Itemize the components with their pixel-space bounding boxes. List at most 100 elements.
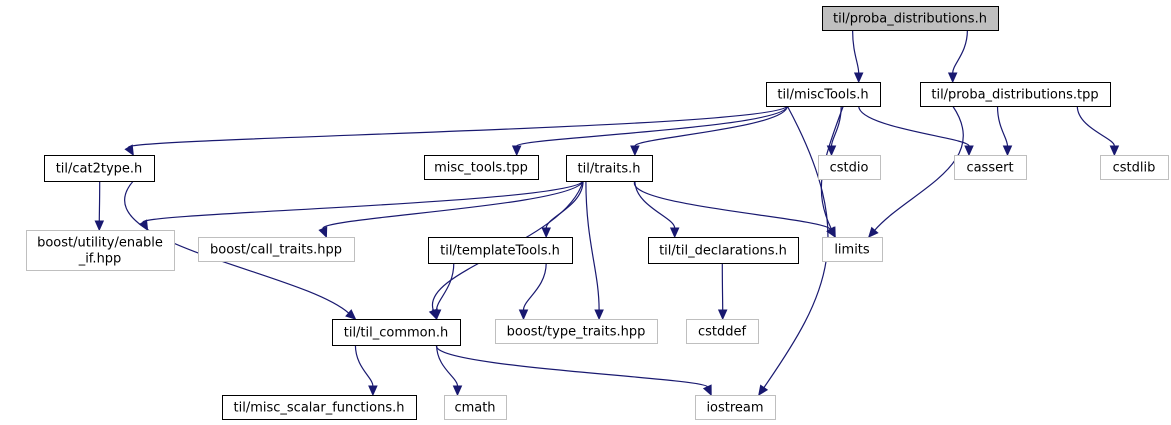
edge-misctools-h-to-traits-h <box>630 105 788 157</box>
edge-line <box>585 180 600 311</box>
node-misctools-h[interactable]: til/miscTools.h <box>766 82 881 107</box>
edge-proba-h-to-proba-tpp <box>947 29 968 84</box>
node-label: cstdio <box>830 161 869 176</box>
node-box <box>26 230 175 271</box>
node-misc-scalar-h[interactable]: til/misc_scalar_functions.h <box>222 395 417 420</box>
node-til-common-h[interactable]: til/til_common.h <box>332 319 461 346</box>
edge-line <box>354 344 374 387</box>
node-label: limits <box>834 243 870 258</box>
node-label: cstdlib <box>1113 161 1156 176</box>
edge-templatetools-h-to-til-common-h <box>431 262 455 321</box>
node-proba-h[interactable]: til/proba_distributions.h <box>822 6 999 31</box>
node-box <box>766 82 881 107</box>
node-label: til/proba_distributions.h <box>833 12 987 27</box>
node-box <box>822 237 883 262</box>
edge-arrowhead <box>826 226 836 239</box>
node-limits: limits <box>822 237 883 262</box>
edge-cat2type-h-to-enable-if <box>94 180 105 232</box>
node-label: til/til_declarations.h <box>659 244 787 259</box>
node-label: misc_tools.tpp <box>434 161 528 176</box>
edge-misctools-h-to-cassert <box>858 105 974 157</box>
edge-line <box>634 180 676 229</box>
edge-line <box>858 105 970 147</box>
node-label: til/templateTools.h <box>440 244 560 259</box>
edge-arrowhead <box>867 226 879 238</box>
node-til-declarations-h[interactable]: til/til_declarations.h <box>648 237 799 264</box>
edge-line <box>634 180 832 230</box>
node-templatetools-h[interactable]: til/templateTools.h <box>428 237 573 264</box>
node-cstddef: cstddef <box>686 319 759 344</box>
node-box <box>424 155 539 180</box>
edge-til-common-h-to-iostream <box>435 344 712 397</box>
edge-line <box>142 180 584 223</box>
edge-arrowhead <box>1109 145 1120 157</box>
edge-line <box>128 105 788 148</box>
edge-arrowhead <box>368 385 378 397</box>
edge-arrowhead <box>511 145 522 157</box>
node-label: _if.hpp <box>78 252 122 267</box>
edge-line <box>322 180 584 230</box>
node-box <box>198 237 355 262</box>
edge-traits-h-to-call-traits <box>318 180 584 239</box>
edge-arrowhead <box>594 309 604 321</box>
node-label: til/misc_scalar_functions.h <box>234 401 405 416</box>
edge-traits-h-to-limits <box>634 180 836 239</box>
node-label: cstddef <box>698 325 747 340</box>
node-iostream: iostream <box>695 395 776 420</box>
node-proba-tpp[interactable]: til/proba_distributions.tpp <box>920 82 1111 107</box>
edge-line <box>516 105 788 147</box>
node-box <box>222 395 417 420</box>
node-box <box>818 155 881 180</box>
edge-arrowhead <box>518 309 529 321</box>
node-label: cmath <box>454 401 495 416</box>
edge-line <box>852 29 860 74</box>
node-cstdio: cstdio <box>818 155 881 180</box>
edge-arrowhead <box>138 219 149 232</box>
edge-traits-h-to-templatetools-h <box>541 180 584 239</box>
node-box <box>444 395 507 420</box>
node-enable-if: boost/utility/enable_if.hpp <box>26 230 175 271</box>
edge-arrowhead <box>853 72 864 84</box>
edge-til-common-h-to-cmath <box>436 344 463 397</box>
node-box <box>686 319 759 344</box>
node-label: til/cat2type.h <box>56 162 143 177</box>
node-misc-tools-tpp[interactable]: misc_tools.tpp <box>424 155 539 180</box>
edge-arrowhead <box>826 145 837 157</box>
node-cat2type-h[interactable]: til/cat2type.h <box>44 155 155 182</box>
edge-til-common-h-to-misc-scalar-h <box>354 344 378 397</box>
edge-line <box>874 105 964 231</box>
edge-proba-tpp-to-cassert <box>996 105 1013 157</box>
edge-arrowhead <box>669 227 680 239</box>
edge-traits-h-to-type-traits <box>585 180 604 321</box>
edge-arrowhead <box>947 72 958 84</box>
node-label: til/miscTools.h <box>777 88 868 103</box>
node-box <box>822 6 999 31</box>
edge-traits-h-to-enable-if <box>138 180 584 232</box>
edge-arrowhead <box>345 309 357 320</box>
node-label: boost/type_traits.hpp <box>507 325 646 340</box>
node-cmath: cmath <box>444 395 507 420</box>
edge-templatetools-h-to-type-traits <box>518 262 547 321</box>
edge-traits-h-to-til-declarations-h <box>634 180 680 239</box>
node-box <box>920 82 1111 107</box>
edge-arrowhead <box>758 384 769 397</box>
edge-arrowhead <box>964 145 974 157</box>
node-box <box>954 155 1027 180</box>
node-label: iostream <box>706 401 763 416</box>
edge-arrowhead <box>702 384 712 397</box>
node-label: til/traits.h <box>578 162 641 177</box>
edge-line <box>522 262 547 311</box>
edge-line <box>436 262 455 311</box>
edge-line <box>952 29 968 74</box>
edge-proba-h-to-misctools-h <box>852 29 864 84</box>
node-call-traits: boost/call_traits.hpp <box>198 237 355 262</box>
edge-arrowhead <box>1002 145 1013 157</box>
edge-misctools-h-to-misc-tools-tpp <box>511 105 788 157</box>
edge-proba-tpp-to-cstdlib <box>1076 105 1120 157</box>
edge-line <box>436 344 459 387</box>
node-label: cassert <box>966 161 1013 176</box>
node-box <box>44 155 155 182</box>
node-traits-h[interactable]: til/traits.h <box>566 155 653 182</box>
node-label: boost/call_traits.hpp <box>210 243 342 258</box>
